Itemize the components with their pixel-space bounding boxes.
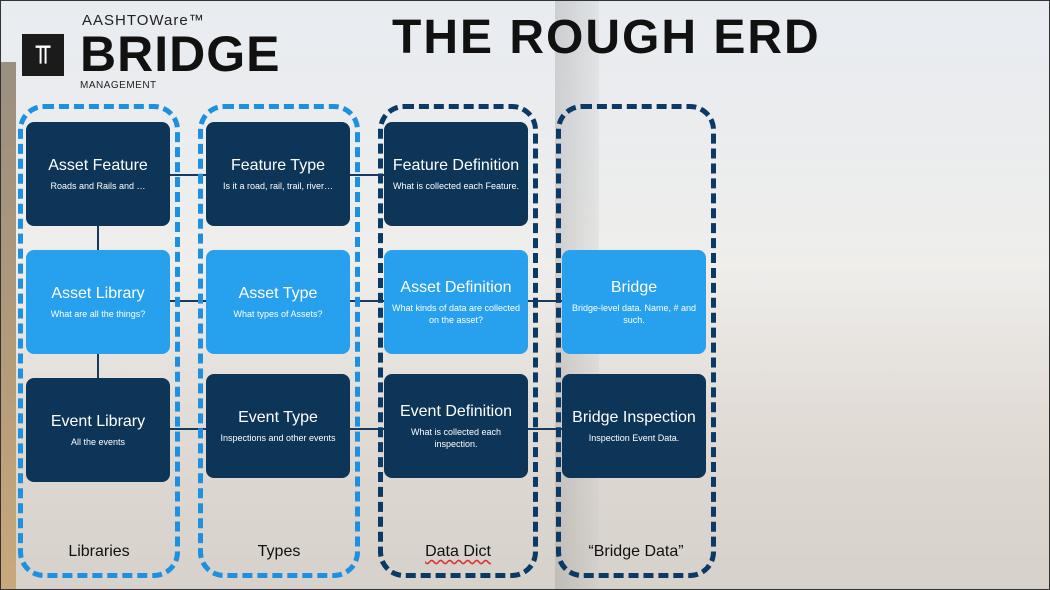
- box-event-library[interactable]: Event Library All the events: [26, 378, 170, 482]
- connector-row1-b: [348, 174, 386, 176]
- group-data-dict: Data Dict: [378, 104, 538, 578]
- box-asset-library[interactable]: Asset Library What are all the things?: [26, 250, 170, 354]
- box-event-definition[interactable]: Event Definition What is collected each …: [384, 374, 528, 478]
- box-event-type[interactable]: Event Type Inspections and other events: [206, 374, 350, 478]
- box-subtitle: What is collected each inspection.: [410, 427, 502, 449]
- box-title: Asset Feature: [48, 157, 148, 174]
- box-title: Event Type: [238, 409, 318, 426]
- box-subtitle: Bridge-level data. Name, # and such.: [571, 303, 697, 325]
- box-asset-definition[interactable]: Asset Definition What kinds of data are …: [384, 250, 528, 354]
- connector-row3-a: [170, 428, 206, 430]
- connector-row2-b: [348, 300, 386, 302]
- connector-feature-library: [97, 226, 99, 250]
- box-asset-feature[interactable]: Asset Feature Roads and Rails and …: [26, 122, 170, 226]
- logo-wordmark: BRIDGE: [80, 26, 281, 82]
- group-bridge-data: “Bridge Data”: [556, 104, 716, 578]
- box-title: Asset Definition: [400, 279, 512, 296]
- box-subtitle: What types of Assets?: [233, 309, 323, 319]
- box-subtitle: What are all the things?: [50, 309, 146, 319]
- box-title: Feature Type: [231, 157, 325, 174]
- box-subtitle: What kinds of data are collected on the …: [391, 303, 521, 325]
- connector-row1-a: [170, 174, 206, 176]
- box-title: Event Library: [50, 413, 146, 430]
- box-subtitle: Is it a road, rail, trail, river…: [222, 181, 334, 191]
- connector-library-event: [97, 354, 99, 378]
- box-feature-definition[interactable]: Feature Definition What is collected eac…: [384, 122, 528, 226]
- box-title: Feature Definition: [392, 157, 520, 174]
- box-subtitle: Inspection Event Data.: [588, 433, 680, 443]
- box-bridge-inspection[interactable]: Bridge Inspection Inspection Event Data.: [562, 374, 706, 478]
- box-asset-type[interactable]: Asset Type What types of Assets?: [206, 250, 350, 354]
- group-label-libraries: Libraries: [68, 543, 130, 560]
- box-title: Asset Type: [238, 285, 318, 302]
- box-title: Asset Library: [51, 285, 145, 302]
- group-label-types: Types: [257, 543, 301, 560]
- box-subtitle: All the events: [70, 437, 126, 447]
- group-label-data-dict-wrap: Data Dict: [383, 543, 533, 561]
- group-types: Types: [198, 104, 360, 578]
- left-photo-strip: [0, 62, 16, 590]
- box-title: Bridge Inspection: [572, 409, 696, 426]
- page-title: THE ROUGH ERD: [392, 11, 821, 64]
- connector-row3-c: [528, 428, 564, 430]
- logo-subtitle: AASHTOWare™: [82, 12, 205, 29]
- connector-row3-b: [348, 428, 386, 430]
- logo-icon: ⫪: [22, 34, 64, 76]
- box-subtitle: What is collected each Feature.: [392, 181, 520, 191]
- group-label-bridge-data: “Bridge Data”: [588, 543, 684, 560]
- box-bridge[interactable]: Bridge Bridge-level data. Name, # and su…: [562, 250, 706, 354]
- group-libraries: Libraries: [18, 104, 180, 578]
- logo-management: MANAGEMENT: [80, 80, 157, 91]
- box-title: Event Definition: [399, 403, 513, 420]
- connector-row2-c: [528, 300, 564, 302]
- box-title: Bridge: [610, 279, 658, 296]
- box-subtitle: Roads and Rails and …: [50, 181, 146, 191]
- box-subtitle: Inspections and other events: [220, 433, 336, 443]
- group-label-data-dict: Data Dict: [425, 543, 491, 560]
- connector-row2-a: [170, 300, 206, 302]
- box-feature-type[interactable]: Feature Type Is it a road, rail, trail, …: [206, 122, 350, 226]
